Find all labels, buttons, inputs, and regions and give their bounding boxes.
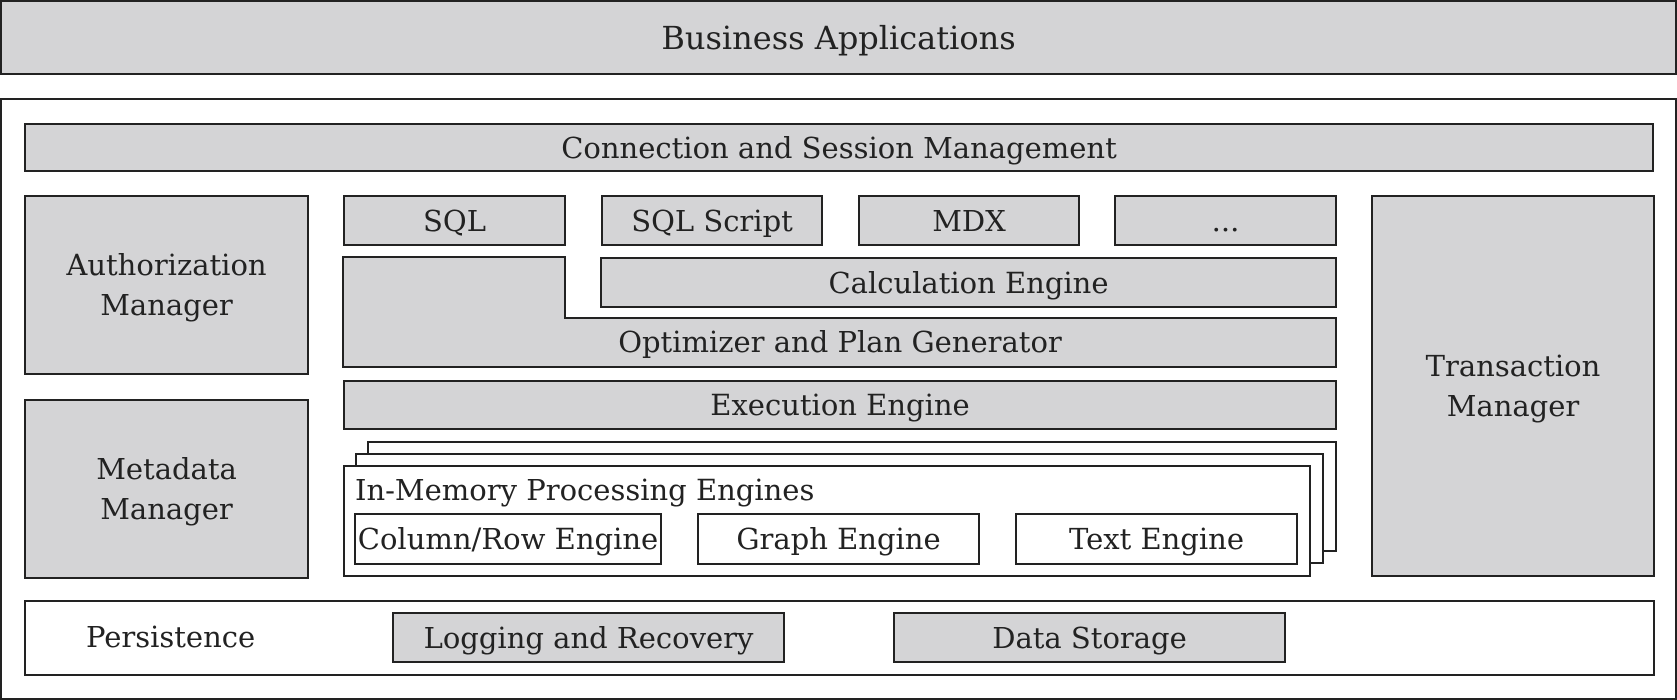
metadata-manager-label-line2: Manager xyxy=(100,492,233,526)
language-box-mdx: MDX xyxy=(858,195,1080,246)
connection-session-management-box: Connection and Session Management xyxy=(24,123,1654,172)
engine-label-text: Text Engine xyxy=(1068,522,1244,556)
engine-label-column-row: Column/Row Engine xyxy=(357,522,659,556)
execution-engine-label: Execution Engine xyxy=(710,388,970,422)
metadata-manager-box: Metadata Manager xyxy=(24,399,309,579)
optimizer-plan-generator-shape xyxy=(342,256,1337,368)
authorization-manager-label-line2: Manager xyxy=(100,288,233,322)
business-applications-box: Business Applications xyxy=(0,0,1677,75)
data-storage-box: Data Storage xyxy=(893,612,1286,663)
metadata-manager-label-line1: Metadata xyxy=(96,452,237,486)
connection-session-management-label: Connection and Session Management xyxy=(561,130,1117,165)
in-memory-processing-engines-title: In-Memory Processing Engines xyxy=(355,473,815,507)
language-label-more: ... xyxy=(1211,203,1240,238)
authorization-manager-box: Authorization Manager xyxy=(24,195,309,375)
logging-recovery-box: Logging and Recovery xyxy=(392,612,785,663)
logging-recovery-label: Logging and Recovery xyxy=(423,620,754,655)
engine-label-graph: Graph Engine xyxy=(736,522,941,556)
language-label-sql-script: SQL Script xyxy=(631,203,793,238)
transaction-manager-box: Transaction Manager xyxy=(1371,195,1655,577)
language-box-sql-script: SQL Script xyxy=(601,195,823,246)
calculation-engine-box: Calculation Engine xyxy=(600,257,1337,308)
engine-box-text: Text Engine xyxy=(1015,513,1298,565)
optimizer-plan-generator-label: Optimizer and Plan Generator xyxy=(618,325,1062,359)
persistence-label: Persistence xyxy=(86,620,256,654)
calculation-engine-label: Calculation Engine xyxy=(828,265,1109,300)
engine-box-graph: Graph Engine xyxy=(697,513,980,565)
optimizer-plan-generator-outline xyxy=(342,256,1337,368)
execution-engine-box: Execution Engine xyxy=(343,380,1337,430)
engine-box-column-row: Column/Row Engine xyxy=(354,513,662,565)
language-box-sql: SQL xyxy=(343,195,566,246)
data-storage-label: Data Storage xyxy=(992,620,1187,655)
language-box-more: ... xyxy=(1114,195,1337,246)
language-label-sql: SQL xyxy=(423,203,486,238)
business-applications-label: Business Applications xyxy=(661,18,1016,57)
transaction-manager-label-line2: Manager xyxy=(1446,389,1580,423)
persistence-box xyxy=(24,600,1655,676)
transaction-manager-label-line1: Transaction xyxy=(1425,349,1601,383)
language-label-mdx: MDX xyxy=(932,203,1006,238)
authorization-manager-label-line1: Authorization xyxy=(66,248,267,282)
